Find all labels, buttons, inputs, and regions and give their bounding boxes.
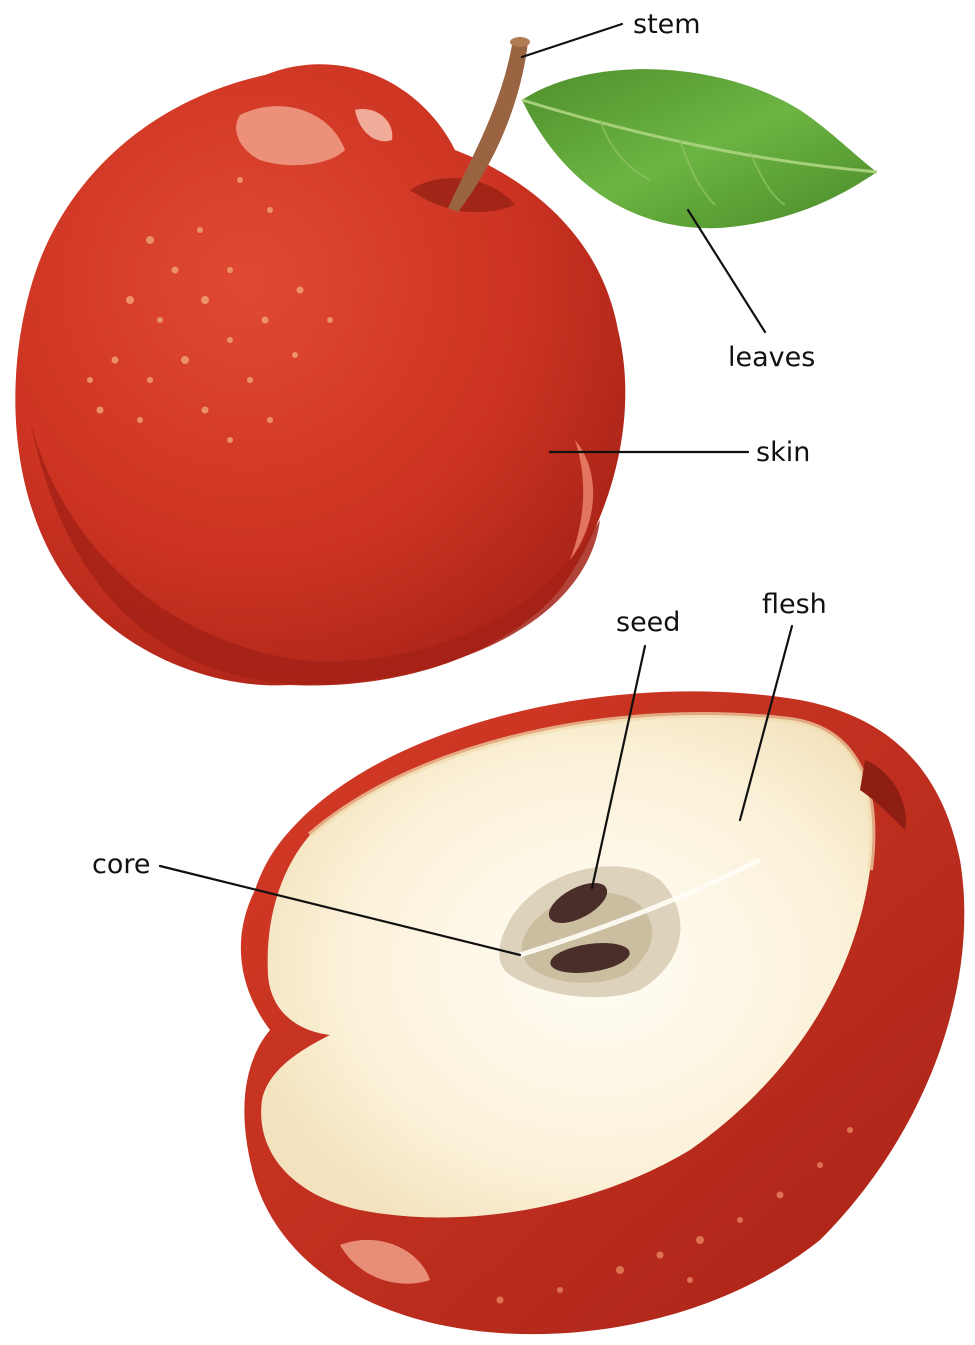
- label-stem: stem: [633, 9, 701, 40]
- label-leaves: leaves: [728, 342, 815, 373]
- leader-leaves: [688, 210, 765, 332]
- leader-stem: [522, 24, 622, 57]
- apple-leaf: [522, 69, 877, 228]
- label-flesh: flesh: [762, 589, 827, 620]
- whole-apple: [15, 64, 625, 685]
- label-seed: seed: [616, 607, 680, 638]
- label-skin: skin: [756, 437, 810, 468]
- half-apple: [241, 691, 964, 1334]
- stem-tip: [510, 37, 530, 47]
- label-core: core: [92, 849, 150, 880]
